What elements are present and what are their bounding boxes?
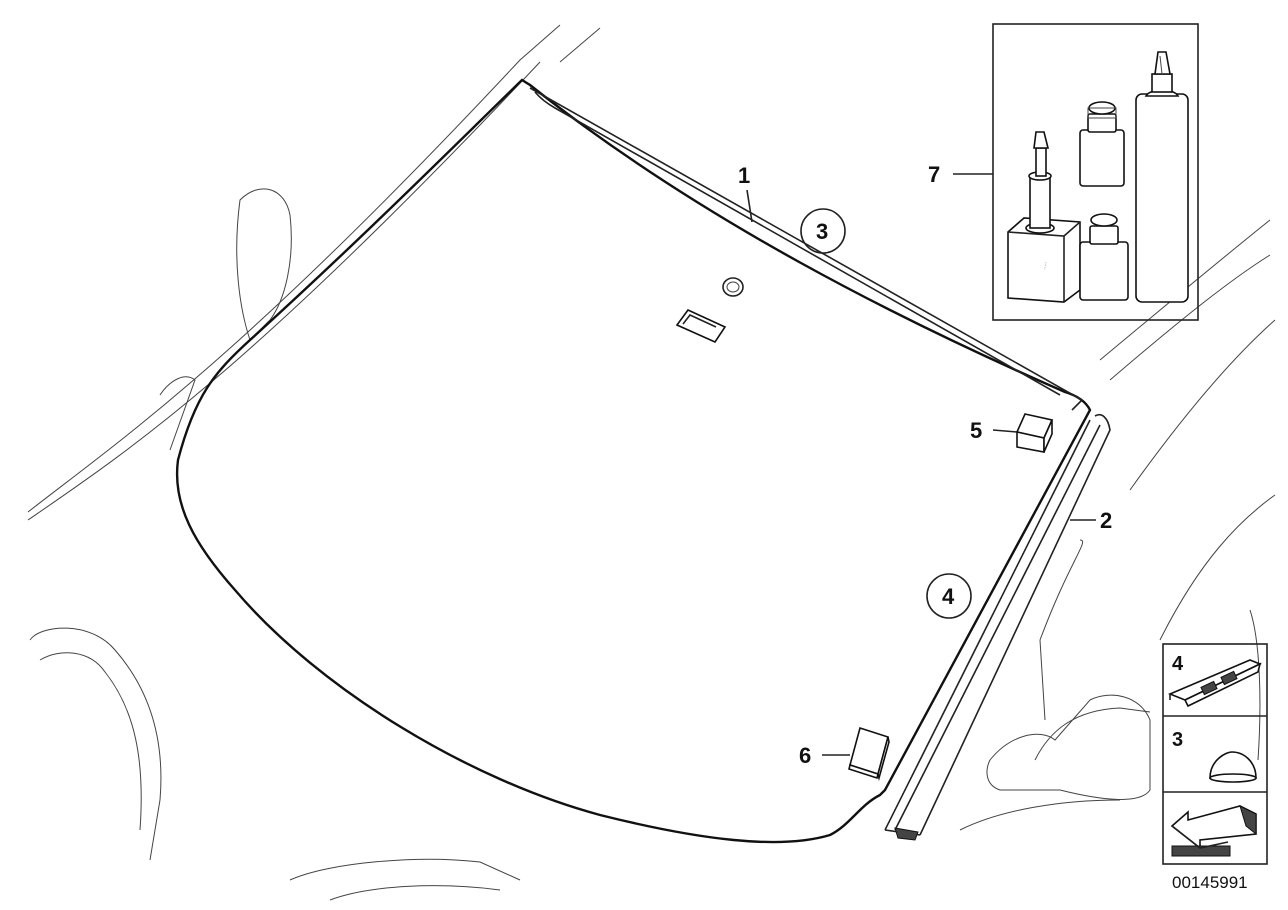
legend-number-3: 3 (1172, 729, 1183, 751)
rain-sensor-ring (722, 277, 744, 297)
applicator-bottle-icon: ····· (1007, 131, 1081, 303)
callout-4-circle (926, 573, 972, 619)
block-part-5 (1015, 413, 1054, 453)
adhesive-cartridge-icon (1135, 51, 1189, 303)
callout-7: 7 (928, 162, 940, 187)
mirror-base-bracket (675, 309, 727, 344)
pillar-trim-strip (884, 414, 1111, 841)
leader-lines (746, 173, 1096, 756)
callout-3-circle (800, 208, 846, 254)
applicator-fine-print: ····· (1042, 261, 1049, 271)
dome-icon (1209, 751, 1257, 783)
legend-number-4: 4 (1172, 653, 1184, 675)
clip-strip-icon (1167, 659, 1262, 708)
callout-6: 6 (799, 743, 811, 768)
arrow-icon (1170, 805, 1257, 857)
repair-kit-box: ····· (992, 23, 1199, 321)
primer-bottle-upper-icon (1079, 101, 1125, 187)
block-part-6 (848, 726, 890, 782)
diagram-code: 00145991 (1172, 873, 1248, 892)
callout-4: 4 (942, 584, 955, 609)
callout-2: 2 (1100, 508, 1112, 533)
car-body-outline (27, 24, 1276, 901)
callout-1: 1 (738, 163, 750, 188)
callout-3: 3 (816, 219, 828, 244)
windscreen (175, 78, 1092, 844)
primer-bottle-lower-icon (1079, 213, 1129, 301)
legend-panel: 4 3 (1162, 643, 1268, 865)
callout-5: 5 (970, 418, 982, 443)
